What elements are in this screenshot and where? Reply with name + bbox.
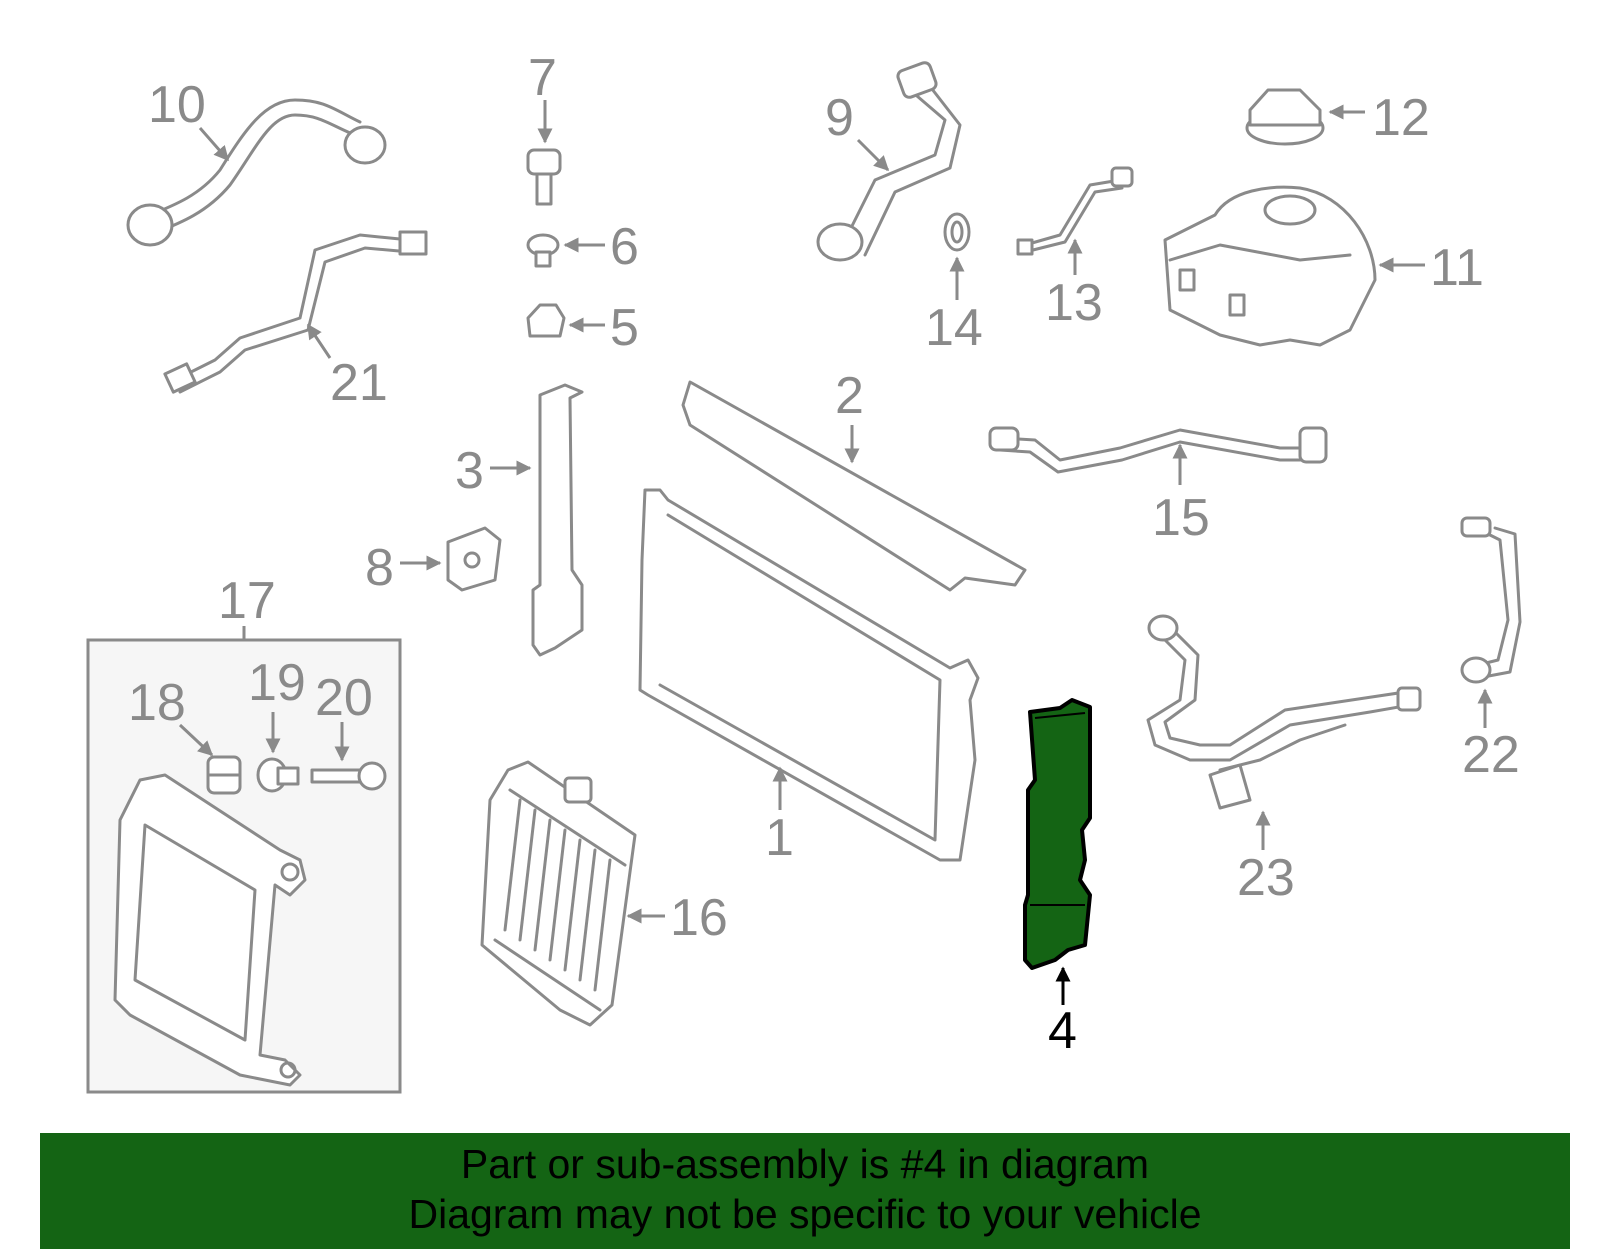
callout-5[interactable]: 5 bbox=[610, 299, 639, 357]
callout-20[interactable]: 20 bbox=[315, 669, 373, 727]
callout-18[interactable]: 18 bbox=[128, 674, 186, 732]
part-2-seal-strip[interactable] bbox=[681, 380, 1027, 592]
part-13-hose[interactable] bbox=[1016, 166, 1134, 256]
part-9-hose[interactable] bbox=[816, 61, 962, 262]
part-23-hose-assembly[interactable] bbox=[1146, 614, 1422, 810]
part-22-hose[interactable] bbox=[1460, 516, 1522, 684]
part-15-pipe[interactable] bbox=[988, 426, 1328, 474]
part-20-bolt[interactable] bbox=[310, 761, 387, 791]
part-19-bushing[interactable] bbox=[256, 757, 300, 793]
part-16-aux-radiator[interactable] bbox=[480, 760, 637, 1027]
part-3-seal[interactable] bbox=[531, 383, 584, 657]
footer-banner: Part or sub-assembly is #4 in diagram Di… bbox=[40, 1133, 1570, 1249]
part-8-bracket[interactable] bbox=[446, 526, 502, 592]
callout-12[interactable]: 12 bbox=[1372, 89, 1430, 147]
part-6-clip[interactable] bbox=[526, 233, 560, 268]
part-21-pipe[interactable] bbox=[163, 230, 428, 394]
part-18-grommet[interactable] bbox=[206, 755, 242, 795]
callout-14[interactable]: 14 bbox=[925, 299, 983, 357]
callout-3[interactable]: 3 bbox=[455, 442, 484, 500]
callout-7[interactable]: 7 bbox=[528, 49, 557, 107]
callout-2[interactable]: 2 bbox=[835, 367, 864, 425]
part-10-hose[interactable] bbox=[126, 98, 387, 247]
callout-11[interactable]: 11 bbox=[1430, 239, 1484, 297]
callout-9[interactable]: 9 bbox=[825, 89, 854, 147]
callout-15[interactable]: 15 bbox=[1152, 489, 1210, 547]
footer-line-2: Diagram may not be specific to your vehi… bbox=[408, 1191, 1202, 1237]
callout-23[interactable]: 23 bbox=[1237, 849, 1295, 907]
callout-10[interactable]: 10 bbox=[148, 76, 206, 134]
part-17-frame[interactable] bbox=[113, 773, 307, 1087]
callout-4[interactable]: 4 bbox=[1048, 1002, 1077, 1060]
part-7-bolt[interactable] bbox=[526, 148, 562, 206]
callout-17[interactable]: 17 bbox=[218, 572, 276, 630]
callout-9-arrow bbox=[856, 138, 890, 172]
callout-16[interactable]: 16 bbox=[670, 889, 728, 947]
callout-18-arrow bbox=[178, 723, 214, 757]
callout-21-arrow bbox=[306, 323, 332, 359]
callout-22[interactable]: 22 bbox=[1462, 726, 1520, 784]
callout-8[interactable]: 8 bbox=[365, 539, 394, 597]
part-14-clamp[interactable] bbox=[943, 212, 971, 252]
parts-diagram: 10 21 7 6 5 9 14 bbox=[86, 49, 1522, 1094]
part-11-expansion-tank[interactable] bbox=[1163, 185, 1377, 347]
callout-6[interactable]: 6 bbox=[610, 218, 639, 276]
callout-10-arrow bbox=[198, 127, 230, 162]
callout-13[interactable]: 13 bbox=[1045, 274, 1103, 332]
callout-21[interactable]: 21 bbox=[330, 354, 388, 412]
footer-line-1: Part or sub-assembly is #4 in diagram bbox=[460, 1141, 1150, 1187]
part-16-fins bbox=[503, 798, 612, 992]
part-5-nut[interactable] bbox=[526, 303, 566, 338]
callout-1[interactable]: 1 bbox=[765, 809, 794, 867]
part-12-cap[interactable] bbox=[1245, 88, 1325, 146]
callout-19[interactable]: 19 bbox=[248, 654, 306, 712]
part-1-condenser[interactable] bbox=[638, 488, 980, 862]
part-4-air-duct-highlighted[interactable] bbox=[1023, 698, 1092, 970]
